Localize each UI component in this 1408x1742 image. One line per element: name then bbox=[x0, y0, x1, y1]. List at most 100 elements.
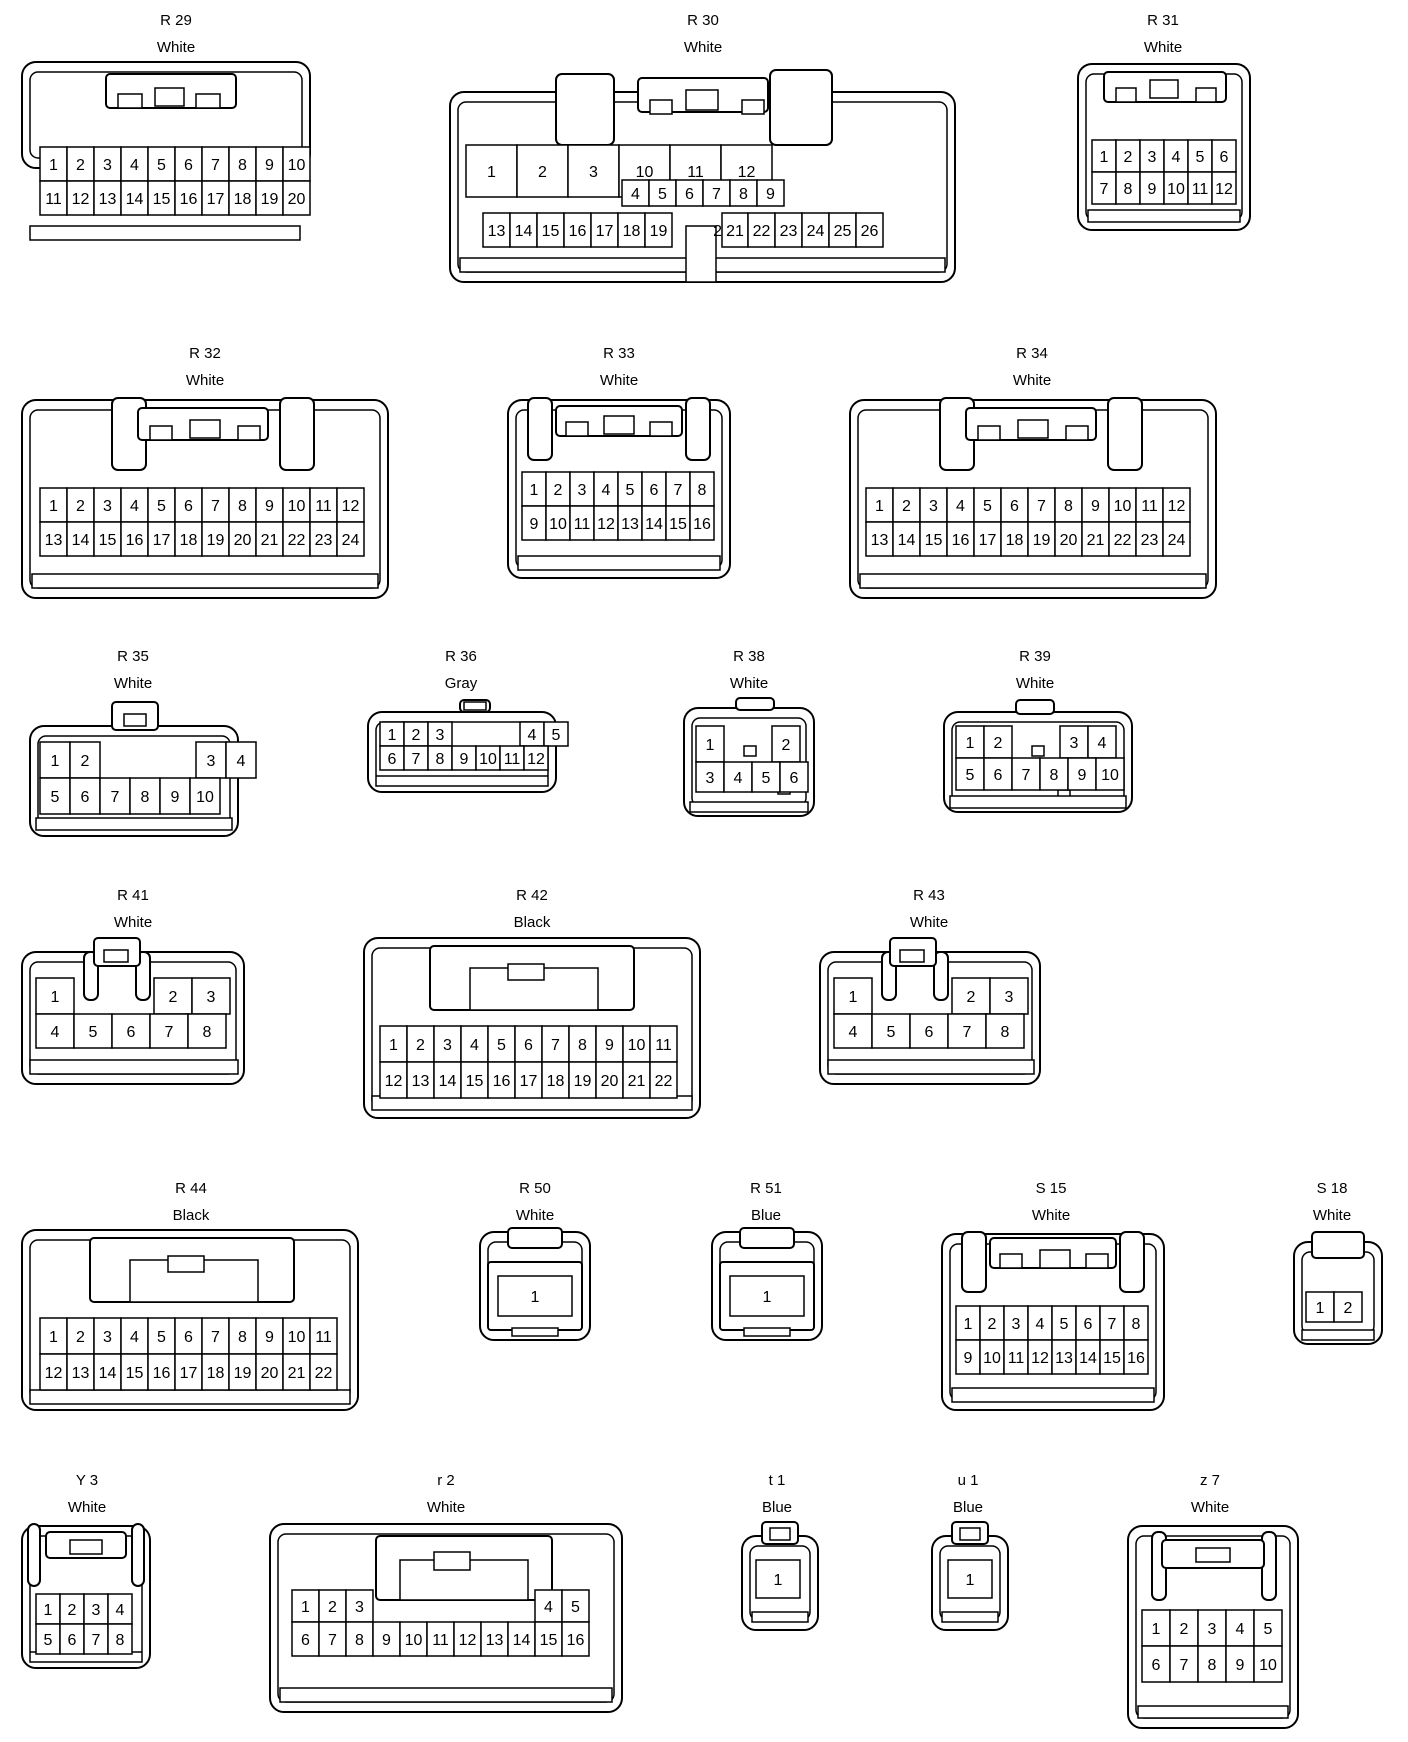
connector-latch-detail bbox=[959, 1527, 981, 1541]
terminal-number: 2 bbox=[902, 498, 911, 515]
terminal-cell bbox=[644, 212, 673, 248]
terminal-number: 7 bbox=[963, 1024, 972, 1041]
connector-key-notch bbox=[685, 225, 717, 283]
terminal-number: 2 bbox=[782, 737, 791, 754]
terminal-number: 18 bbox=[623, 223, 641, 240]
terminal-number: 22 bbox=[288, 532, 306, 549]
terminal-cell bbox=[433, 1061, 462, 1099]
terminal-cell bbox=[755, 1559, 801, 1599]
terminal-number: 11 bbox=[1008, 1350, 1025, 1367]
terminal-number: 3 bbox=[929, 498, 938, 515]
terminal-cell bbox=[947, 1559, 993, 1599]
terminal-number: 12 bbox=[459, 1632, 477, 1649]
terminal-number: 16 bbox=[693, 516, 711, 533]
terminal-cell bbox=[1115, 139, 1141, 173]
terminal-cell bbox=[593, 505, 619, 541]
terminal-number: 3 bbox=[103, 157, 112, 174]
connector-tower bbox=[527, 397, 553, 461]
connector-latch-detail bbox=[154, 87, 185, 107]
terminal-number: 4 bbox=[734, 770, 743, 787]
terminal-cell bbox=[1087, 725, 1117, 759]
terminal-number: 10 bbox=[288, 1329, 306, 1346]
terminal-number: 8 bbox=[141, 789, 150, 806]
terminal-number: 11 bbox=[432, 1632, 449, 1649]
terminal-cell bbox=[255, 521, 284, 557]
terminal-number: 18 bbox=[180, 532, 198, 549]
terminal-number: 3 bbox=[1070, 735, 1079, 752]
terminal-cell bbox=[93, 180, 122, 216]
terminal-cell bbox=[774, 212, 803, 248]
terminal-cell bbox=[309, 1353, 338, 1391]
connector-latch bbox=[1311, 1231, 1365, 1259]
terminal-cell bbox=[99, 777, 131, 815]
terminal-cell bbox=[622, 1061, 651, 1099]
terminal-number: 8 bbox=[1064, 498, 1073, 515]
terminal-number: 1 bbox=[763, 1289, 772, 1306]
connector-latch-detail bbox=[237, 425, 261, 441]
terminal-number: 16 bbox=[567, 1632, 585, 1649]
terminal-number: 21 bbox=[1087, 532, 1105, 549]
terminal-number: 6 bbox=[685, 186, 694, 203]
terminal-cell bbox=[39, 180, 68, 216]
terminal-number: 7 bbox=[328, 1632, 337, 1649]
terminal-cell bbox=[345, 1589, 374, 1623]
terminal-number: 1 bbox=[388, 727, 397, 744]
terminal-number: 12 bbox=[597, 516, 615, 533]
terminal-number: 1 bbox=[849, 989, 858, 1006]
terminal-cell bbox=[1169, 1609, 1199, 1647]
terminal-number: 23 bbox=[1141, 532, 1159, 549]
terminal-number: 7 bbox=[412, 751, 421, 768]
terminal-number: 13 bbox=[412, 1073, 430, 1090]
terminal-number: 7 bbox=[1180, 1657, 1189, 1674]
terminal-number: 15 bbox=[925, 532, 943, 549]
terminal-number: 11 bbox=[1192, 181, 1209, 198]
terminal-number: 19 bbox=[574, 1073, 592, 1090]
terminal-cell bbox=[1027, 1305, 1053, 1341]
connector-tower bbox=[279, 397, 315, 471]
terminal-number: 4 bbox=[130, 498, 139, 515]
terminal-number: 1 bbox=[49, 498, 58, 515]
terminal-number: 22 bbox=[1114, 532, 1132, 549]
terminal-number: 7 bbox=[551, 1037, 560, 1054]
connector-bottom-rail bbox=[29, 225, 301, 241]
terminal-cell bbox=[865, 521, 894, 557]
terminal-number: 1 bbox=[301, 1599, 310, 1616]
terminal-cell bbox=[595, 1061, 624, 1099]
connector-latch-detail bbox=[103, 949, 129, 963]
terminal-number: 2 bbox=[412, 727, 421, 744]
connector-latch-detail bbox=[565, 421, 589, 437]
terminal-number: 4 bbox=[849, 1024, 858, 1041]
connector-latch-detail bbox=[899, 949, 925, 963]
terminal-number: 7 bbox=[211, 498, 220, 515]
terminal-number: 10 bbox=[288, 498, 306, 515]
terminal-number: 9 bbox=[265, 1329, 274, 1346]
terminal-cell bbox=[66, 1353, 95, 1391]
connector-tower bbox=[1107, 397, 1143, 471]
terminal-number: 3 bbox=[443, 1037, 452, 1054]
terminal-cell bbox=[147, 1317, 176, 1355]
connector-latch-detail bbox=[1085, 1253, 1109, 1269]
terminal-cell bbox=[480, 1621, 509, 1657]
terminal-cell bbox=[255, 487, 284, 523]
terminal-cell bbox=[379, 1025, 408, 1063]
terminal-cell bbox=[1003, 1305, 1029, 1341]
terminal-number: 5 bbox=[983, 498, 992, 515]
terminal-number: 3 bbox=[103, 498, 112, 515]
terminal-number: 5 bbox=[887, 1024, 896, 1041]
terminal-number: 5 bbox=[1060, 1316, 1069, 1333]
terminal-cell bbox=[729, 1275, 805, 1317]
terminal-cell bbox=[73, 1013, 113, 1049]
terminal-cell bbox=[1169, 1645, 1199, 1683]
connector-latch-detail bbox=[149, 425, 173, 441]
connector-latch-detail bbox=[123, 713, 147, 727]
terminal-number: 9 bbox=[265, 498, 274, 515]
terminal-number: 5 bbox=[626, 482, 635, 499]
terminal-number: 9 bbox=[766, 186, 775, 203]
terminal-cell bbox=[622, 1025, 651, 1063]
terminal-number: 10 bbox=[549, 516, 567, 533]
terminal-cell bbox=[1225, 1645, 1255, 1683]
terminal-cell bbox=[689, 471, 715, 507]
